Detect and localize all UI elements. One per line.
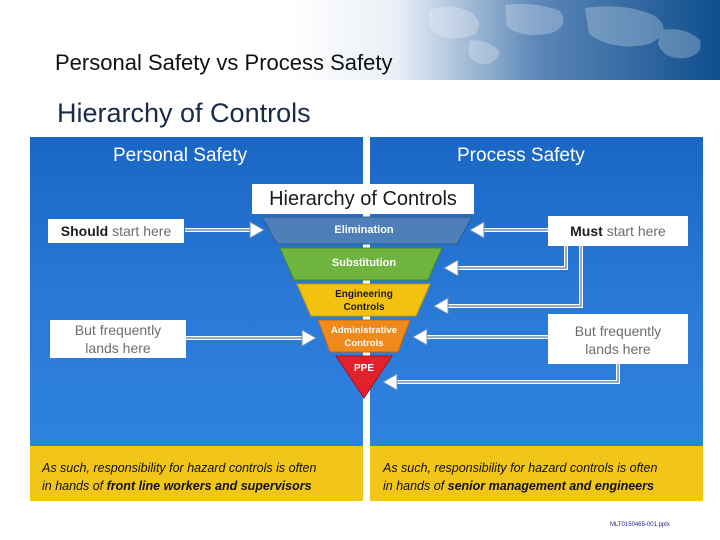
section-title: Hierarchy of Controls — [57, 98, 311, 128]
elimination-level — [261, 216, 473, 245]
right-ppe-arrowhead — [381, 373, 398, 391]
process-safety-heading: Process Safety — [457, 145, 585, 166]
right-summary-band — [370, 446, 703, 501]
left-summary-emphasis: front line workers and supervisors — [106, 479, 312, 493]
left-summary-text: As such, responsibility for hazard contr… — [42, 459, 316, 495]
footer-document-code: MLT0150465-001.pptx — [610, 522, 670, 528]
panel-divider — [363, 137, 370, 501]
right-lands-here-callout: But frequently lands here — [548, 314, 688, 364]
substitution-label: Substitution — [332, 257, 396, 269]
ppe-level — [335, 355, 393, 399]
right-summary-emphasis: senior management and engineers — [447, 479, 654, 493]
right-step-arrowhead-2 — [432, 297, 449, 315]
right-top-arrowhead — [468, 221, 485, 239]
right-must-rest: start here — [602, 223, 666, 239]
right-ppe-arrow — [392, 364, 620, 384]
slide-header-banner — [0, 0, 720, 80]
left-top-arrowhead — [249, 221, 266, 239]
ppe-label: PPE — [354, 363, 374, 374]
right-step-arrowhead-1 — [442, 259, 459, 277]
right-step-arrow-1 — [452, 244, 568, 270]
administrative-label-line2: Controls — [344, 338, 383, 349]
left-should-keyword: Should — [60, 223, 109, 239]
elimination-label: Elimination — [334, 224, 394, 236]
engineering-label-line2: Controls — [343, 302, 385, 313]
substitution-level — [279, 247, 443, 281]
left-summary-line1: As such, responsibility for hazard contr… — [42, 461, 317, 475]
administrative-label-line1: Administrative — [331, 325, 397, 336]
left-summary-line2-prefix: in hands of — [42, 479, 107, 493]
left-lands-here-callout: But frequently lands here — [50, 320, 186, 358]
right-must-keyword: Must — [570, 223, 603, 239]
right-lands-line2: lands here — [585, 341, 651, 357]
personal-safety-heading: Personal Safety — [113, 145, 248, 166]
left-should-rest: start here — [108, 223, 172, 239]
left-lands-line1: But frequently — [74, 322, 162, 338]
graphic-title-box — [252, 184, 474, 214]
right-step-arrow-2 — [442, 244, 583, 308]
left-bottom-arrowhead — [301, 329, 318, 347]
engineering-controls-level — [296, 283, 431, 317]
administrative-controls-level — [317, 319, 411, 353]
engineering-label-line1: Engineering — [335, 289, 393, 300]
left-should-start-callout: Should start here — [48, 219, 184, 243]
left-lands-line2: lands here — [85, 340, 151, 356]
right-lands-line1: But frequently — [574, 323, 662, 339]
right-summary-text: As such, responsibility for hazard contr… — [383, 459, 657, 495]
right-bottom-arrowhead — [411, 328, 428, 346]
world-map-decoration — [428, 3, 701, 65]
right-summary-line2-prefix: in hands of — [383, 479, 448, 493]
right-summary-line1: As such, responsibility for hazard contr… — [383, 461, 658, 475]
slide-title: Personal Safety vs Process Safety — [55, 50, 393, 75]
graphic-title: Hierarchy of Controls — [269, 188, 457, 210]
right-must-start-callout: Must start here — [548, 216, 688, 246]
left-summary-band — [30, 446, 363, 501]
